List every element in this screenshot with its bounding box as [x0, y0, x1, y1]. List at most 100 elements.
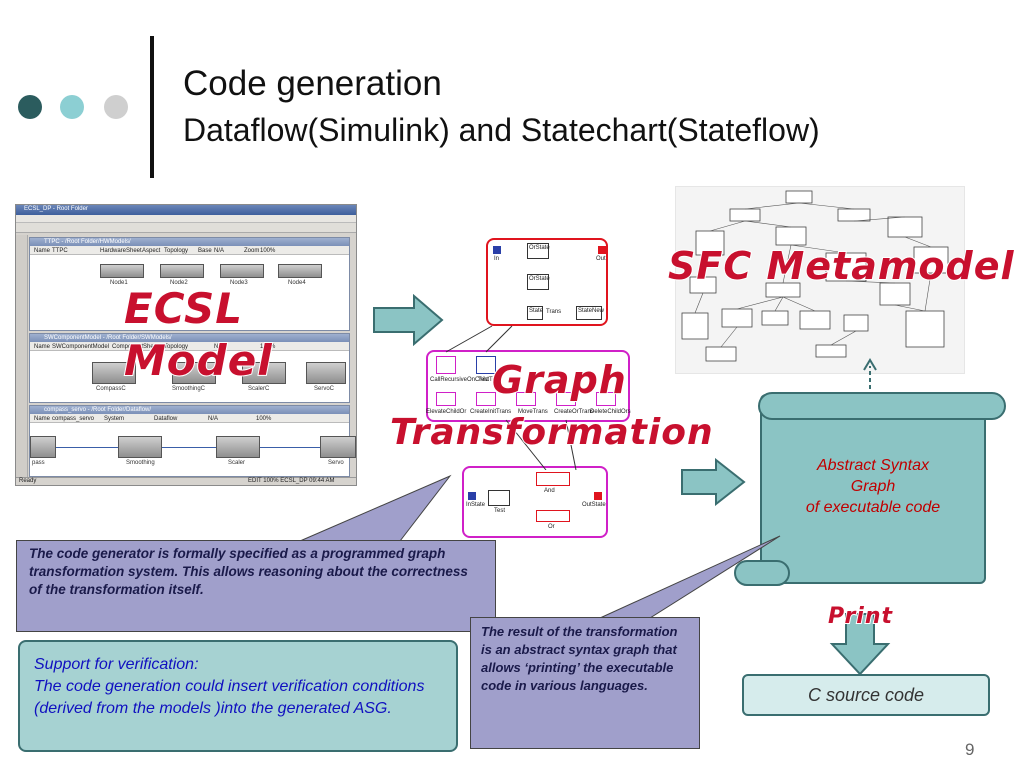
rule-label: ElevateChildOr: [426, 409, 467, 415]
ast-line: Graph: [850, 478, 896, 495]
dataflow-block: [118, 436, 162, 458]
rule-node: [556, 392, 576, 406]
in-label: InState: [466, 502, 486, 508]
dataflow-block: [30, 436, 56, 458]
sfc-metamodel-overlay: SFC Metamodel: [667, 243, 1015, 289]
window-dataflow-model: compass_servo - /Root Folder/Dataflow/ N…: [29, 405, 356, 477]
app-menubar: [16, 215, 356, 223]
rule-label: CreateInitTrans: [470, 409, 512, 415]
dataflow-line: [162, 447, 216, 448]
verification-heading: Support for verification:: [34, 656, 199, 673]
orstate-node: OrState: [527, 243, 550, 259]
orstate-node-inner: OrState: [527, 274, 550, 290]
window-component-model: SWComponentModel - /Root Folder/SWModels…: [29, 333, 350, 403]
node-block: [100, 264, 144, 278]
rule-node: [516, 392, 536, 406]
window-title: compass_servo - /Root Folder/Dataflow/: [44, 407, 152, 413]
node-label: Node1: [110, 280, 128, 286]
base-value: N/A: [208, 416, 219, 422]
verification-text: The code generation could insert verific…: [34, 678, 425, 717]
name-label: Name: [34, 416, 51, 422]
rule-label: MoveTrans: [518, 409, 548, 415]
dataflow-line: [260, 447, 320, 448]
bullet-dot-grey: [104, 95, 128, 119]
verification-box: Support for verification: The code gener…: [18, 640, 458, 752]
app-title: ECSL_DP - Root Folder: [24, 206, 88, 212]
node-label: OrState: [529, 276, 550, 282]
ast-label: Abstract Syntax Graph of executable code: [768, 455, 978, 518]
bullet-dot-light: [60, 95, 84, 119]
node-block: [278, 264, 322, 278]
kind-value: System: [104, 416, 125, 422]
out-label: OutState: [582, 502, 606, 508]
kind-value: HardwareSheet: [100, 248, 142, 254]
base-value: N/A: [214, 248, 225, 254]
status-left: Ready: [19, 478, 37, 484]
bullet-dot-dark: [18, 95, 42, 119]
ast-line: of executable code: [805, 499, 941, 516]
slide-title: Code generation: [183, 64, 442, 103]
dataflow-line: [56, 447, 118, 448]
model-overlay: Model: [123, 335, 273, 386]
block-label: Scaler: [228, 460, 246, 466]
aspect-value: Topology: [164, 344, 189, 350]
rule-node: [596, 392, 616, 406]
zoom-value: 100%: [260, 248, 276, 254]
aspect-value: Topology: [164, 248, 189, 254]
component-label: ScalerC: [248, 386, 270, 392]
status-right: EDIT 100% ECSL_DP 09:44 AM: [248, 478, 335, 484]
window-titlebar: SWComponentModel - /Root Folder/SWModels…: [30, 334, 349, 342]
tool-palette: [16, 235, 28, 477]
node-block: [160, 264, 204, 278]
in-port: [493, 246, 501, 254]
node-label: StateNew: [578, 308, 605, 314]
name-value: SWComponentModel: [52, 344, 110, 350]
rule-label: CallRecursiveOnChild: [430, 377, 489, 383]
name-label: Name: [34, 344, 51, 350]
node-label: Node3: [230, 280, 248, 286]
base-value: N/A: [214, 344, 225, 350]
ast-line: Abstract Syntax: [816, 457, 930, 474]
uml-class-diagram: [681, 190, 949, 362]
trans-label: Trans: [546, 309, 562, 315]
component-block: [306, 362, 346, 384]
callout-generator: The code generator is formally specified…: [16, 540, 496, 632]
component-block: [172, 362, 216, 384]
kind-value: ComponentSheet: [112, 344, 159, 350]
and-label: And: [544, 488, 555, 494]
node-label: State: [529, 308, 544, 314]
dataflow-block: [216, 436, 260, 458]
component-label: SmoothingC: [172, 386, 206, 392]
app-titlebar: ECSL_DP - Root Folder: [16, 205, 356, 215]
right-arrow-icon: [681, 458, 746, 506]
block-label: Servo: [328, 460, 344, 466]
test-label: Test: [494, 508, 506, 514]
or-node: [536, 510, 570, 522]
conforms-arrow: [863, 358, 877, 396]
app-toolbar: [16, 223, 356, 233]
sfc-metamodel-diagram: [675, 186, 965, 374]
title-divider: [150, 36, 154, 178]
down-arrow-icon: [829, 613, 891, 676]
out-label: Out: [596, 256, 606, 262]
or-label: Or: [548, 524, 555, 530]
graph-overlay: Graph: [491, 357, 627, 403]
zoom-label: Zoom: [244, 248, 260, 254]
diagram-connectors: [445, 325, 577, 470]
window-props: Name SWComponentModel ComponentSheet Top…: [30, 342, 349, 351]
ecsl-overlay: ECSL: [123, 283, 244, 334]
block-label: pass: [32, 460, 45, 466]
node-label: Node4: [288, 280, 306, 286]
print-overlay: Print: [827, 603, 894, 630]
transformation-overlay: Transformation: [389, 411, 714, 454]
rule-label: CreateOrTrans: [554, 409, 594, 415]
transformation-sequence-middle: CallRecursiveOnChild TestTr ElevateChild…: [426, 350, 631, 422]
rule-node: [436, 356, 456, 374]
status-bar: Ready EDIT 100% ECSL_DP 09:44 AM: [16, 477, 356, 485]
rule-label: DeleteChildOrs: [590, 409, 631, 415]
name-value: compass_servo: [52, 416, 95, 422]
ecsl-tool-screenshot: ECSL_DP - Root Folder TTPC - /Root Folde…: [15, 204, 357, 486]
transformation-rule-bottom: InState Test And Or OutState: [462, 466, 608, 538]
name-label: Name: [34, 248, 51, 254]
window-hardware-model: TTPC - /Root Folder/HWModels/ Name TTPC …: [29, 237, 350, 331]
